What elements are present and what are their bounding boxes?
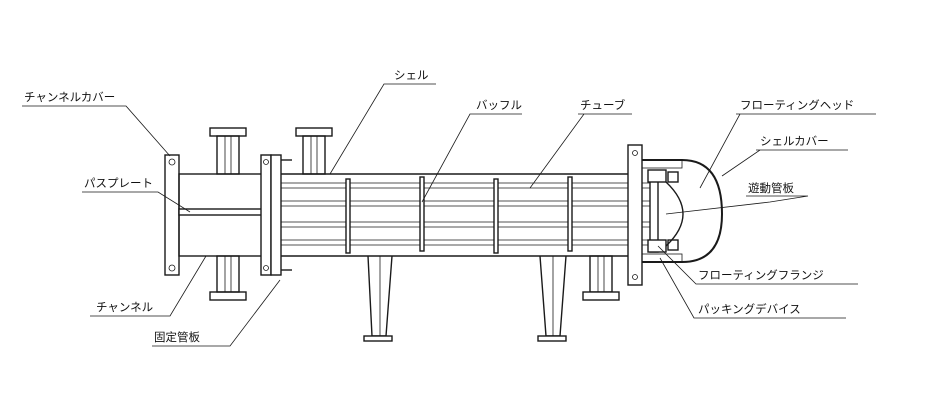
- shell-cover: [642, 159, 724, 263]
- leader-lines: [22, 83, 876, 347]
- channel-cover: [164, 154, 180, 276]
- tube-bundle: [281, 182, 650, 246]
- fixed-tubesheet: [260, 154, 292, 276]
- label-floating-tubesheet: 遊動管板: [748, 181, 794, 195]
- label-packing-device: パッキングデバイス: [698, 302, 801, 316]
- baffles: [345, 176, 573, 254]
- shell: [281, 127, 628, 301]
- label-shell-cover: シェルカバー: [760, 134, 829, 148]
- floating-head: [665, 181, 684, 247]
- label-floating-head: フローティングヘッド: [740, 98, 854, 112]
- pass-plate: [178, 208, 270, 216]
- floating-flange: [647, 169, 679, 253]
- label-shell: シェル: [394, 68, 429, 82]
- saddle-supports: [363, 255, 567, 342]
- label-channel-cover: チャンネルカバー: [24, 90, 115, 104]
- label-baffle: バッフル: [476, 98, 522, 112]
- label-channel: チャンネル: [96, 300, 153, 314]
- label-tube: チューブ: [580, 98, 626, 112]
- shell-flange-right: [627, 144, 643, 286]
- label-floating-flange: フローティングフランジ: [698, 268, 824, 282]
- label-fixed-tubesheet: 固定管板: [154, 330, 200, 344]
- label-pass-plate: パスプレート: [84, 176, 153, 190]
